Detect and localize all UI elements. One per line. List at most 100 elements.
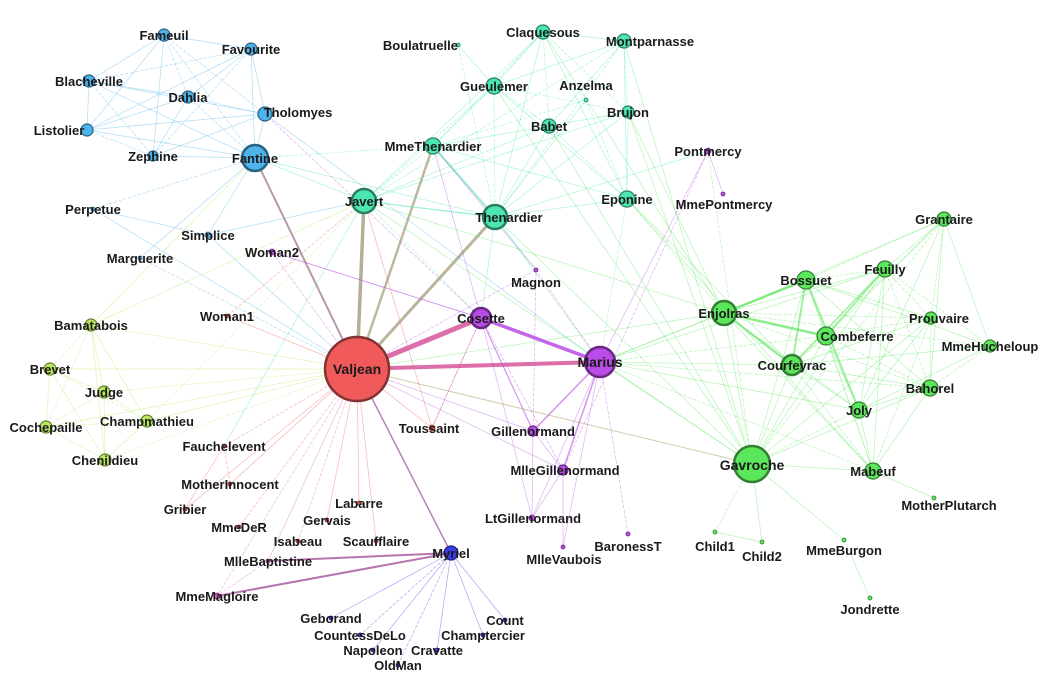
node-label-mmehucheloup: MmeHucheloup xyxy=(942,339,1039,354)
node-magnon[interactable] xyxy=(533,267,539,273)
node-chenildieu[interactable] xyxy=(98,453,112,467)
node-mmeburgon[interactable] xyxy=(841,537,847,543)
node-label-isabeau: Isabeau xyxy=(274,534,322,549)
node-boulatruelle[interactable] xyxy=(455,42,461,48)
node-isabeau[interactable] xyxy=(295,538,301,544)
node-gribier[interactable] xyxy=(182,506,188,512)
node-mmepontmercy[interactable] xyxy=(720,191,726,197)
edge-Combeferre-Mabeuf xyxy=(825,335,874,472)
node-tholomyes[interactable] xyxy=(257,106,273,122)
node-cochepaille[interactable] xyxy=(39,420,53,434)
node-mabeuf[interactable] xyxy=(864,462,882,480)
node-label-chenildieu: Chenildieu xyxy=(72,453,139,468)
node-courfeyrac[interactable] xyxy=(780,353,804,377)
node-valjean[interactable] xyxy=(323,335,391,403)
node-combeferre[interactable] xyxy=(816,326,836,346)
node-marguerite[interactable] xyxy=(137,255,143,261)
node-thenardier[interactable] xyxy=(481,203,509,231)
node-child1[interactable] xyxy=(712,529,718,535)
edge-Courfeyrac-Bahorel xyxy=(791,364,931,389)
node-javert[interactable] xyxy=(350,187,378,215)
edge-Tholomyes-Blacheville xyxy=(88,80,266,115)
node-listolier[interactable] xyxy=(80,123,94,137)
node-pontmercy[interactable] xyxy=(704,147,712,155)
node-labarre[interactable] xyxy=(356,500,362,506)
node-geborand[interactable] xyxy=(328,615,334,621)
node-dahlia[interactable] xyxy=(181,90,195,104)
node-motherinnocent[interactable] xyxy=(227,481,233,487)
node-cravatte[interactable] xyxy=(434,647,440,653)
node-woman1[interactable] xyxy=(224,313,230,319)
edge-Tholomyes-Fameuil xyxy=(163,34,266,115)
edge-Valjean-Gribier xyxy=(184,368,358,510)
edge-Enjolras-Courfeyrac xyxy=(723,312,793,366)
node-mllevaubois[interactable] xyxy=(560,544,566,550)
node-perpetue[interactable] xyxy=(90,206,96,212)
node-grantaire[interactable] xyxy=(936,211,952,227)
node-toussaint[interactable] xyxy=(428,424,436,432)
node-favourite[interactable] xyxy=(244,42,258,56)
node-countessdelo[interactable] xyxy=(357,632,363,638)
node-woman2[interactable] xyxy=(268,248,276,256)
node-label-listolier: Listolier xyxy=(34,123,85,138)
node-scaufflaire[interactable] xyxy=(373,538,379,544)
node-gillenormand[interactable] xyxy=(527,425,539,437)
node-brujon[interactable] xyxy=(621,105,635,119)
node-oldman[interactable] xyxy=(395,662,401,668)
node-prouvaire[interactable] xyxy=(924,311,938,325)
node-bahorel[interactable] xyxy=(921,379,939,397)
node-baronesst[interactable] xyxy=(625,531,631,537)
node-label-mmemagloire: MmeMagloire xyxy=(175,589,258,604)
node-bamatabois[interactable] xyxy=(84,318,98,332)
node-brevet[interactable] xyxy=(43,362,57,376)
node-anzelma[interactable] xyxy=(583,97,589,103)
edge-Cosette-Woman2 xyxy=(271,251,482,319)
node-simplice[interactable] xyxy=(204,231,212,239)
node-mmethenardier[interactable] xyxy=(424,137,442,155)
node-cosette[interactable] xyxy=(469,306,493,330)
node-gueulemer[interactable] xyxy=(485,77,503,95)
node-bossuet[interactable] xyxy=(796,270,816,290)
node-fantine[interactable] xyxy=(240,143,270,173)
node-mmeder[interactable] xyxy=(236,524,242,530)
node-joly[interactable] xyxy=(850,401,868,419)
edge-MmeThenardier-Magnon xyxy=(432,145,537,271)
node-claquesous[interactable] xyxy=(535,24,551,40)
node-marius[interactable] xyxy=(583,345,617,379)
node-champmathieu[interactable] xyxy=(140,414,154,428)
node-champtercier[interactable] xyxy=(480,632,486,638)
node-gervais[interactable] xyxy=(324,517,330,523)
edge-Marius-Magnon xyxy=(535,269,601,363)
node-montparnasse[interactable] xyxy=(616,33,632,49)
node-blacheville[interactable] xyxy=(82,74,96,88)
node-label-myriel: Myriel xyxy=(432,546,470,561)
node-babet[interactable] xyxy=(541,118,557,134)
node-label-mabeuf: Mabeuf xyxy=(850,464,896,479)
node-myriel[interactable] xyxy=(443,545,459,561)
edge-Tholomyes-Zephine xyxy=(152,113,266,157)
node-motherplutarch[interactable] xyxy=(931,495,937,501)
node-zephine[interactable] xyxy=(147,150,159,162)
node-feuilly[interactable] xyxy=(876,260,894,278)
node-gavroche[interactable] xyxy=(732,444,772,484)
node-count[interactable] xyxy=(502,617,508,623)
node-child2[interactable] xyxy=(759,539,765,545)
edge-Bahorel-Grantaire xyxy=(929,218,945,389)
node-jondrette[interactable] xyxy=(867,595,873,601)
node-mllegillenormand[interactable] xyxy=(557,464,569,476)
node-enjolras[interactable] xyxy=(710,299,738,327)
node-mmemagloire[interactable] xyxy=(213,592,221,600)
node-mllebaptistine[interactable] xyxy=(265,558,271,564)
node-judge[interactable] xyxy=(97,385,111,399)
edge-Valjean-MmeThenardier xyxy=(355,144,435,371)
node-mmehucheloup[interactable] xyxy=(983,339,997,353)
node-eponine[interactable] xyxy=(618,190,636,208)
node-label-marguerite: Marguerite xyxy=(107,251,173,266)
edge-Brujon-Eponine xyxy=(626,111,629,200)
node-fauchelevent[interactable] xyxy=(221,443,227,449)
node-ltgillenormand[interactable] xyxy=(528,514,536,522)
edge-Valjean-Myriel xyxy=(356,368,452,554)
node-napoleon[interactable] xyxy=(370,647,376,653)
node-fameuil[interactable] xyxy=(157,28,171,42)
edge-Gavroche-Prouvaire xyxy=(751,317,932,465)
